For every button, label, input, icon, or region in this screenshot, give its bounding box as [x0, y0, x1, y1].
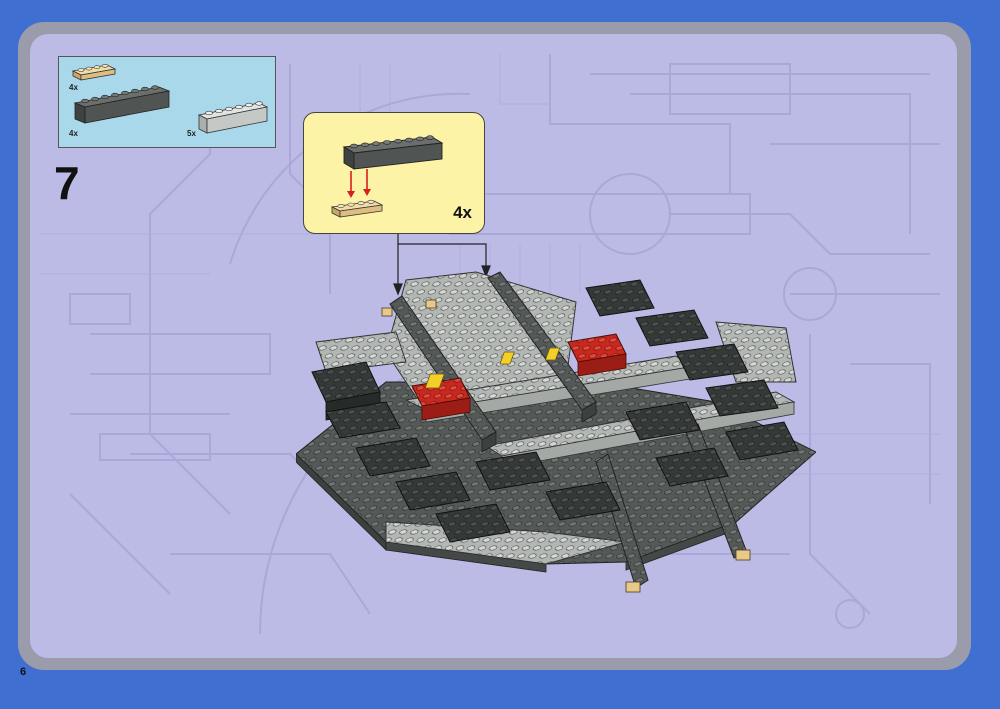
- model-assembly-illustration: [296, 232, 816, 612]
- page-number: 6: [20, 666, 26, 678]
